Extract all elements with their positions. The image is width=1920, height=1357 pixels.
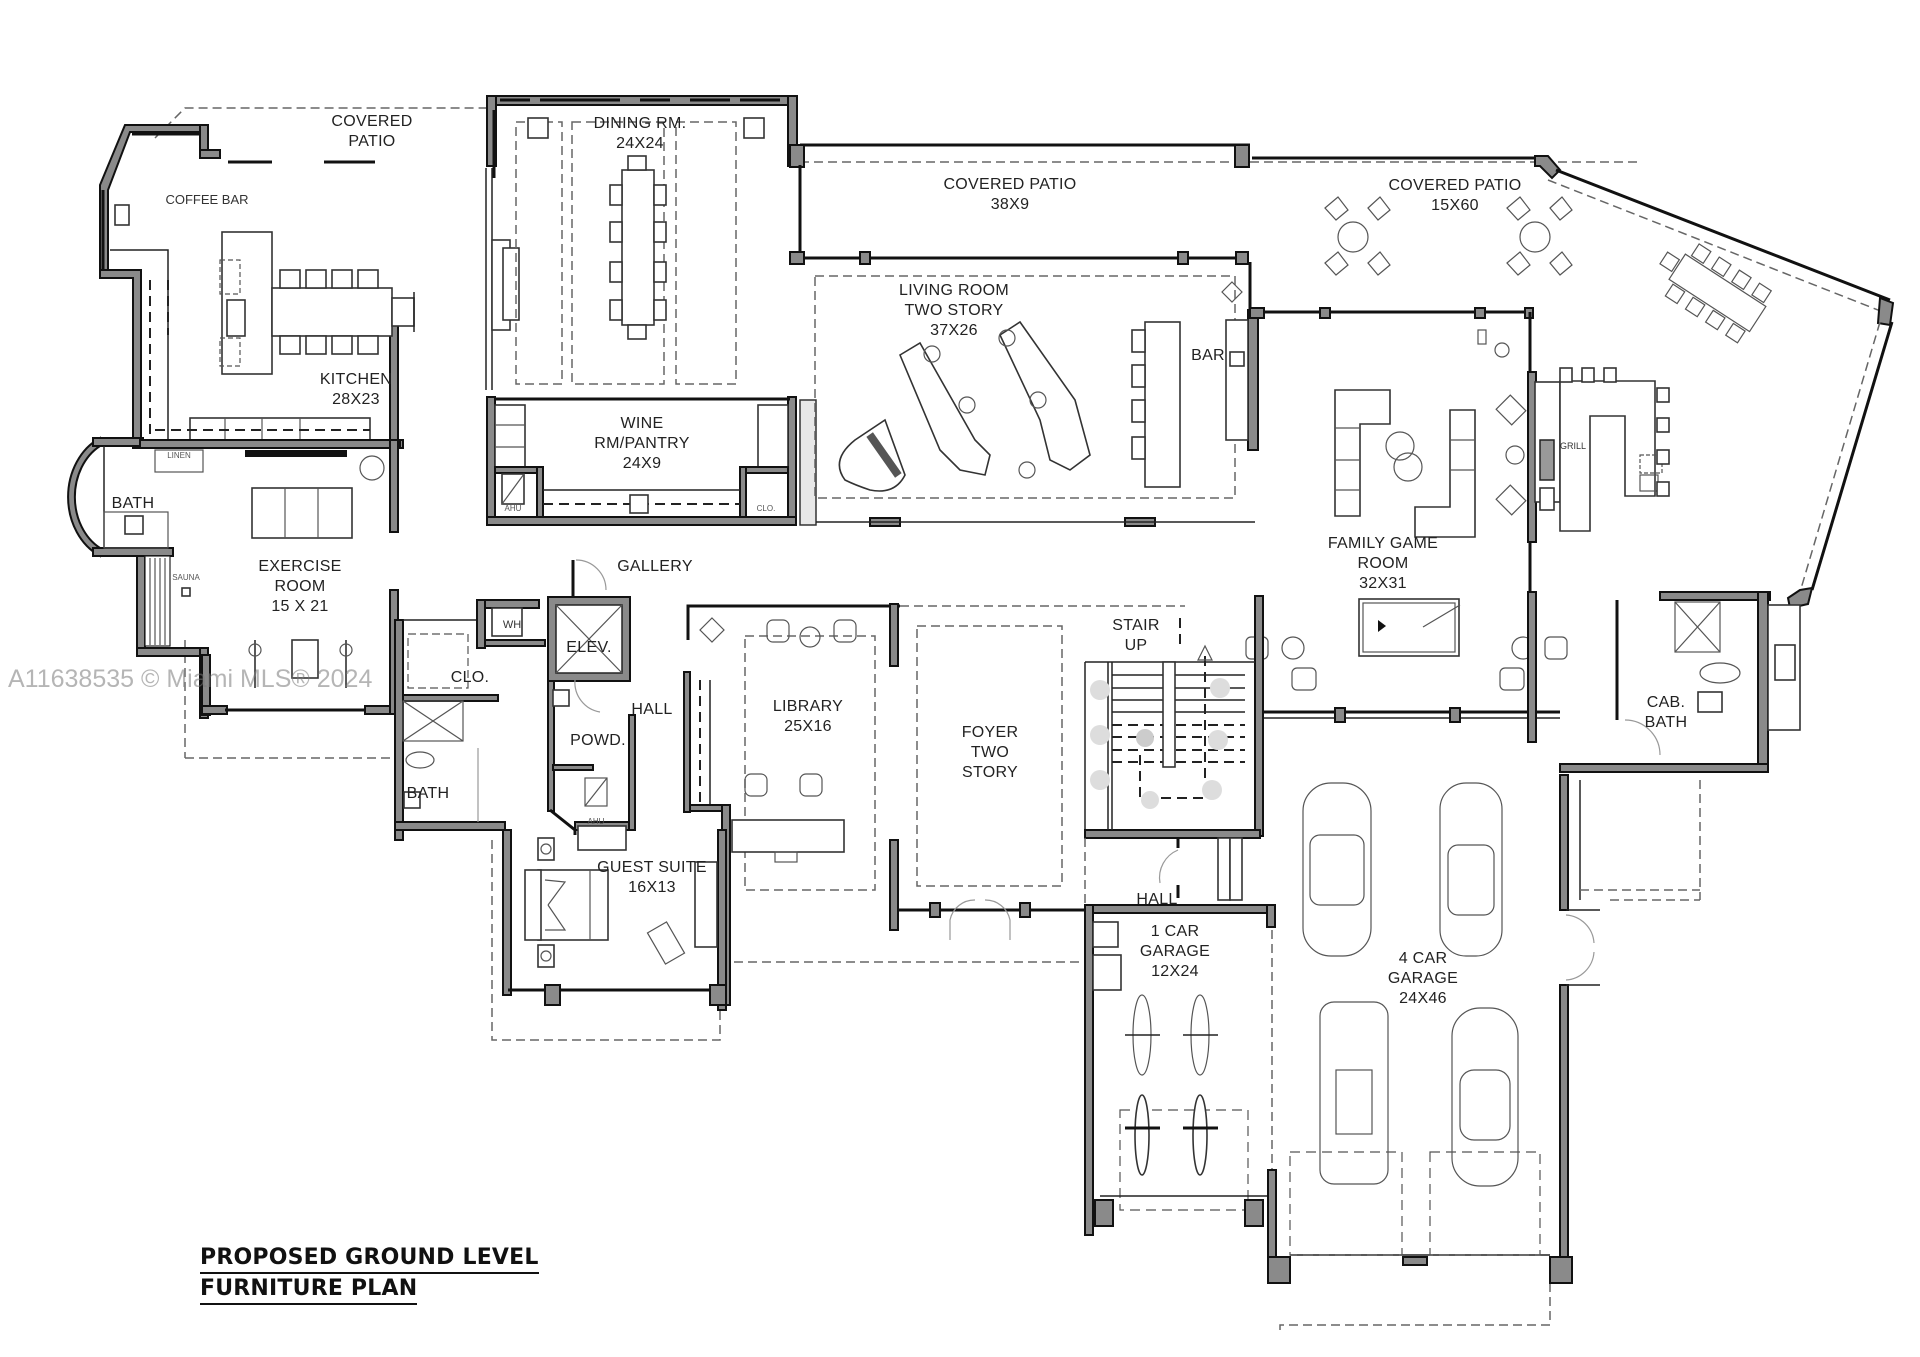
label-garage-1-2: GARAGE (1140, 943, 1210, 960)
cabana-bath (1527, 591, 1801, 773)
car-icons (1302, 782, 1519, 1187)
label-hall-center: HALL (631, 701, 672, 718)
label-cab-bath: CAB. (1647, 694, 1686, 711)
label-ahu-2: AHU (588, 817, 605, 826)
label-elevator: ELEV. (566, 639, 611, 656)
kitchen-island (219, 231, 415, 375)
label-garage-4-2: GARAGE (1388, 970, 1458, 987)
label-guest-suite-size: 16X13 (628, 879, 676, 896)
foyer (898, 625, 1085, 940)
label-gallery: GALLERY (617, 558, 693, 575)
label-foyer-3: STORY (962, 764, 1018, 781)
covered-patio-center (789, 143, 1250, 265)
label-garage-4-size: 24X46 (1399, 990, 1447, 1007)
core-rooms (476, 559, 636, 835)
label-guest-suite: GUEST SUITE (597, 859, 707, 876)
patio-table-1 (1324, 196, 1391, 276)
label-foyer: FOYER (962, 724, 1019, 741)
stair (1084, 595, 1264, 839)
label-library: LIBRARY (773, 698, 843, 715)
label-kitchen-size: 28X23 (332, 391, 380, 408)
grill-island (1534, 367, 1670, 532)
label-closet-west: CLO. (451, 669, 490, 686)
mls-watermark: A11638535 © Miami MLS® 2024 (8, 665, 373, 693)
living-room (814, 262, 1259, 527)
label-bar: BAR (1191, 347, 1225, 364)
label-living-size: 37X26 (930, 322, 978, 339)
label-garage-4: 4 CAR (1399, 950, 1448, 967)
garage-4-car (1267, 774, 1700, 1284)
label-wine-size: 24X9 (623, 455, 662, 472)
label-living: LIVING ROOM (899, 282, 1009, 299)
label-dining-size: 24X24 (616, 135, 664, 152)
label-bath-guest: BATH (407, 785, 450, 802)
wine-room (486, 396, 817, 526)
label-library-size: 25X16 (784, 718, 832, 735)
label-covered-patio-east-size: 15X60 (1431, 197, 1479, 214)
label-covered-patio-center-size: 38X9 (991, 196, 1030, 213)
label-covered-patio-west: COVERED (331, 113, 412, 130)
label-wine-2: RM/PANTRY (594, 435, 689, 452)
plan-title-line-2: FURNITURE PLAN (200, 1274, 418, 1305)
label-grill: GRILL (1560, 441, 1586, 451)
overhang-lines (154, 107, 1701, 1330)
dining-walls (485, 95, 798, 390)
label-foyer-2: TWO (971, 744, 1009, 761)
label-wine: WINE (621, 415, 664, 432)
label-living-2: TWO STORY (904, 302, 1003, 319)
label-garage-1-size: 12X24 (1151, 963, 1199, 980)
label-garage-1: 1 CAR (1151, 923, 1200, 940)
label-covered-patio-west-2: PATIO (348, 133, 395, 150)
motorcycle-icons (1125, 994, 1218, 1176)
label-exercise-2: ROOM (275, 578, 326, 595)
label-covered-patio-east: COVERED PATIO (1388, 177, 1521, 194)
label-kitchen: KITCHEN (320, 371, 392, 388)
patio-dining-table (1659, 243, 1773, 344)
label-cab-bath-2: BATH (1645, 714, 1688, 731)
dining-rugs (515, 117, 765, 385)
guest-bath-closet (394, 619, 506, 841)
label-covered-patio-center: COVERED PATIO (943, 176, 1076, 193)
covered-patio-east (1252, 155, 1895, 610)
plan-title-line-1: PROPOSED GROUND LEVEL (200, 1243, 539, 1274)
label-dining: DINING RM. (594, 115, 687, 132)
patio-table-2 (1506, 196, 1573, 276)
label-powder: POWD. (570, 732, 626, 749)
label-linen: LINEN (167, 451, 191, 460)
label-wh: WH (503, 619, 521, 631)
label-ahu-1: AHU (505, 504, 522, 513)
label-hall-garage: HALL (1136, 891, 1177, 908)
label-stair: STAIR (1112, 617, 1159, 634)
label-family-game-2: ROOM (1358, 555, 1409, 572)
label-exercise: EXERCISE (258, 558, 341, 575)
label-family-game-size: 32X31 (1359, 575, 1407, 592)
label-sauna: SAUNA (172, 573, 200, 582)
label-exercise-size: 15 X 21 (271, 598, 328, 615)
label-stair-2: UP (1125, 637, 1148, 654)
family-game-room (1245, 307, 1568, 725)
plan-title: PROPOSED GROUND LEVEL FURNITURE PLAN (200, 1243, 539, 1305)
garage-hall (1084, 837, 1243, 905)
label-bath-west: BATH (112, 495, 155, 512)
guest-suite (502, 825, 727, 1011)
label-clo-small: CLO. (757, 504, 776, 513)
dining-table (609, 155, 667, 340)
label-coffee-bar: COFFEE BAR (165, 192, 248, 207)
label-family-game: FAMILY GAME (1328, 535, 1438, 552)
garage-1-car (1084, 904, 1276, 1236)
